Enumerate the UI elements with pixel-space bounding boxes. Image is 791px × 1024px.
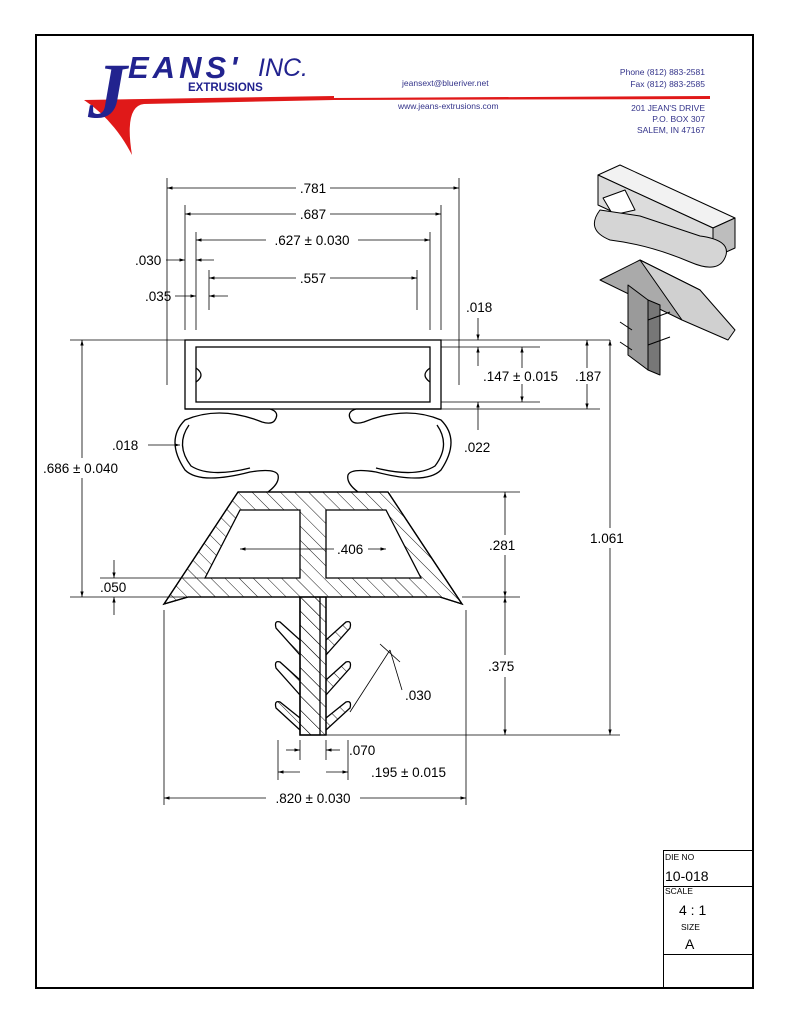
- dim-030-top: .030: [135, 253, 161, 268]
- dim-557: .557: [300, 271, 326, 286]
- address-line3: SALEM, IN 47167: [636, 125, 705, 135]
- dim-018-left: .018: [112, 438, 138, 453]
- logo-inc: INC.: [258, 54, 308, 82]
- dim-147: .147 ± 0.015: [483, 369, 558, 384]
- dim-686: .686 ± 0.040: [43, 461, 118, 476]
- die-no-label: DIE NO: [665, 852, 695, 862]
- extension-lines: [70, 178, 620, 805]
- dim-030-fin: .030: [405, 688, 431, 703]
- website-text: www.jeans-extrusions.com: [398, 101, 499, 111]
- size-label: SIZE: [681, 922, 700, 932]
- dim-627: .627 ± 0.030: [275, 233, 350, 248]
- dim-022: .022: [464, 440, 490, 455]
- email-text: jeansext@blueriver.net: [402, 78, 489, 88]
- dim-070: .070: [349, 743, 375, 758]
- fax-text: Fax (812) 883-2585: [630, 79, 705, 89]
- dim-035: .035: [145, 289, 171, 304]
- dim-195: .195 ± 0.015: [371, 765, 446, 780]
- die-no-value: 10-018: [665, 868, 709, 884]
- bellows-bulb: [174, 408, 452, 493]
- dim-018-right: .018: [466, 300, 492, 315]
- header-red-rule: [330, 96, 710, 100]
- dim-687: .687: [300, 207, 326, 222]
- logo-eans: EANS': [128, 50, 242, 85]
- dim-1061: 1.061: [590, 531, 624, 546]
- dimension-lines: [80, 186, 612, 800]
- title-block: DIE NO 10-018 SCALE 4 : 1 SIZE A: [663, 850, 754, 989]
- address-line2: P.O. BOX 307: [652, 114, 705, 124]
- isometric-view: [593, 164, 736, 376]
- base-section: [162, 491, 464, 736]
- address-line1: 201 JEAN'S DRIVE: [631, 103, 705, 113]
- dim-375: .375: [488, 659, 514, 674]
- top-tube: [184, 339, 442, 410]
- dim-281: .281: [489, 538, 515, 553]
- dim-050: .050: [100, 580, 126, 595]
- logo-extrusions: EXTRUSIONS: [188, 82, 263, 94]
- dim-187: .187: [575, 369, 601, 384]
- drawing-sheet-border: [35, 34, 754, 989]
- size-value: A: [685, 936, 695, 952]
- scale-value: 4 : 1: [679, 902, 707, 918]
- logo-swoosh: [84, 96, 334, 155]
- logo-letter-j: J: [88, 47, 127, 134]
- dim-406: .406: [337, 542, 363, 557]
- dim-781: .781: [300, 181, 326, 196]
- phone-text: Phone (812) 883-2581: [619, 67, 705, 77]
- dim-820: .820 ± 0.030: [276, 791, 351, 806]
- scale-label: SCALE: [665, 886, 693, 896]
